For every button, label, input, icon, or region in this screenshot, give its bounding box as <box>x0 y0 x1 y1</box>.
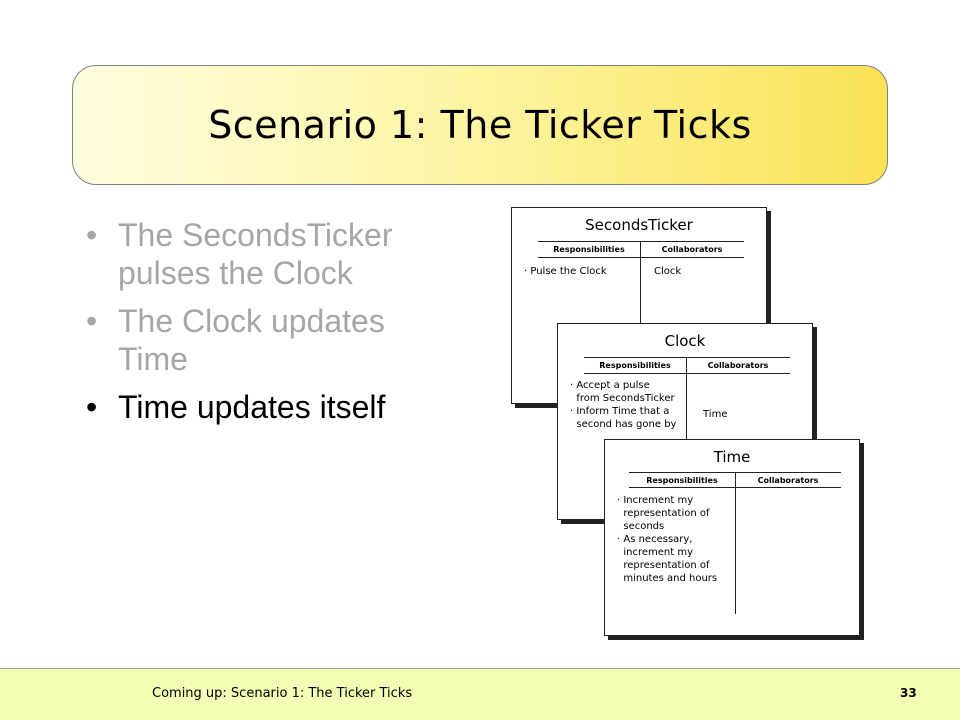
header-rule-top <box>584 357 790 358</box>
bullet-item: • The Clock updates Time <box>82 302 462 378</box>
responsibility-text: · Accept a pulse from SecondsTicker · In… <box>570 380 677 430</box>
header-rule-bottom <box>584 373 790 374</box>
page-number: 33 <box>900 686 917 700</box>
bullet-list: • The SecondsTicker pulses the Clock • T… <box>82 216 462 436</box>
collaborators-header: Collaborators <box>661 245 723 254</box>
responsibility-text: · Increment my representation of seconds… <box>617 495 718 584</box>
card-title: SecondsTicker <box>585 216 693 234</box>
bullet-dot: • <box>86 217 98 253</box>
bullet-item: • Time updates itself <box>82 388 462 426</box>
footer-bar: Coming up: Scenario 1: The Ticker Ticks … <box>0 668 960 720</box>
column-divider <box>735 472 736 614</box>
bullet-text: The Clock updates Time <box>118 303 385 377</box>
column-divider <box>640 241 641 401</box>
footer-next-link[interactable]: Coming up: Scenario 1: The Ticker Ticks <box>152 686 413 701</box>
bullet-text: Time updates itself <box>118 389 386 425</box>
responsibilities-header: Responsibilities <box>553 245 625 254</box>
header-rule-top <box>538 241 744 242</box>
bullet-dot: • <box>86 389 98 425</box>
card-title: Time <box>713 448 751 466</box>
responsibility-text: · Pulse the Clock <box>524 266 607 277</box>
slide-title: Scenario 1: The Ticker Ticks <box>208 103 752 147</box>
column-divider <box>686 357 687 517</box>
responsibilities-header: Responsibilities <box>646 476 718 485</box>
collaborator-text: Time <box>703 409 728 420</box>
responsibilities-header: Responsibilities <box>599 361 671 370</box>
title-banner: Scenario 1: The Ticker Ticks <box>72 65 888 185</box>
crc-card-time: Time Responsibilities Collaborators · In… <box>604 439 860 636</box>
collaborators-header: Collaborators <box>707 361 769 370</box>
bullet-dot: • <box>86 303 98 339</box>
bullet-item: • The SecondsTicker pulses the Clock <box>82 216 462 292</box>
header-rule-bottom <box>538 257 744 258</box>
card-title: Clock <box>664 332 706 350</box>
bullet-text: The SecondsTicker pulses the Clock <box>118 217 393 291</box>
collaborators-header: Collaborators <box>757 476 819 485</box>
collaborator-text: Clock <box>654 266 682 277</box>
